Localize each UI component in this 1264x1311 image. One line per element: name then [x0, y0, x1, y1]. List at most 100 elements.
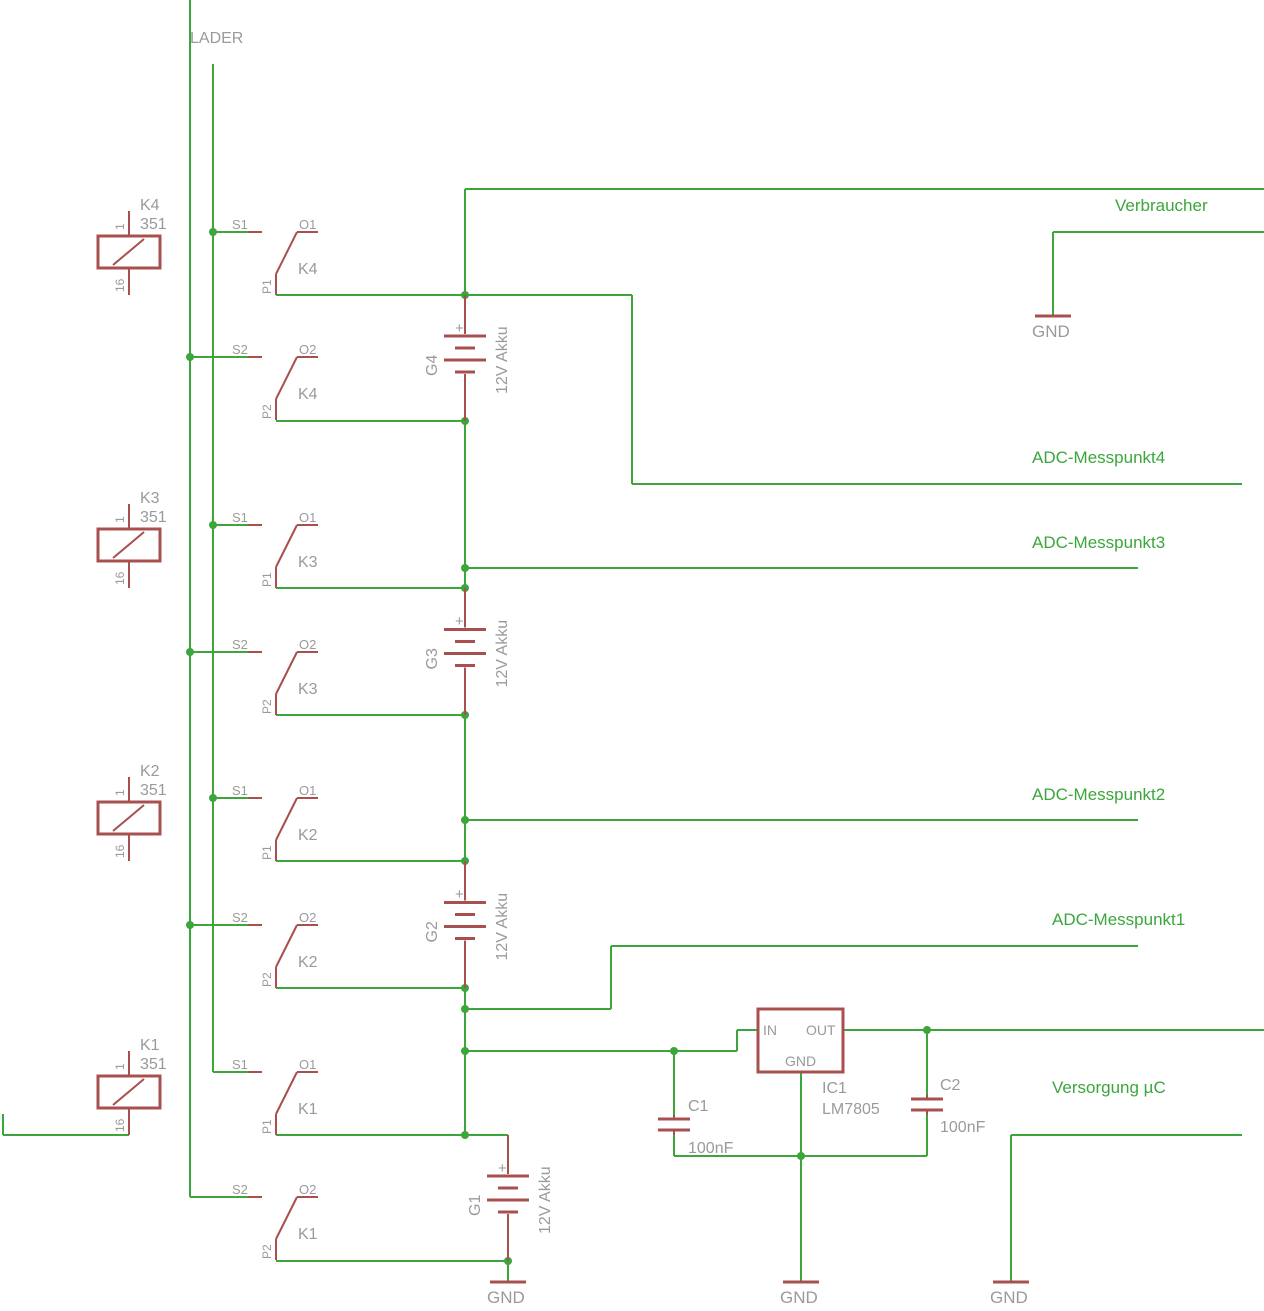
capacitor-c2[interactable]: C2 100nF: [911, 1077, 986, 1136]
regulator-ic1[interactable]: IN OUT GND IC1 LM7805: [756, 1007, 880, 1118]
switch-pin-p: P2: [260, 699, 274, 714]
switch-pin-s: S2: [232, 910, 248, 925]
battery-value: 12V Akku: [494, 620, 511, 688]
switch-pin-p: P2: [260, 972, 274, 987]
switch-pin-s: S2: [232, 342, 248, 357]
switch-pin-p: P2: [260, 404, 274, 419]
relay-value: 351: [140, 782, 167, 799]
net-label-adc1: ADC-Messpunkt1: [1052, 910, 1185, 929]
relay-value: 351: [140, 1056, 167, 1073]
battery-g2[interactable]: + G2 12V Akku: [424, 861, 511, 988]
switch-pin-s: S2: [232, 637, 248, 652]
battery-plus: +: [455, 886, 464, 903]
battery-name: G4: [424, 355, 441, 376]
relay-pin-bottom: 16: [113, 1118, 127, 1132]
switch-pin-s: S1: [232, 783, 248, 798]
gnd-symbol: GND: [990, 1280, 1029, 1307]
switch-pin-s: S1: [232, 1057, 248, 1072]
net-label-adc2: ADC-Messpunkt2: [1032, 785, 1165, 804]
switch-pin-s: S1: [232, 217, 248, 232]
regulator-pin-gnd: GND: [785, 1053, 816, 1069]
switch-pin-o: O2: [299, 910, 316, 925]
relay-name: K4: [140, 197, 160, 214]
relay-coil-k1[interactable]: K1 351 1 16: [96, 1037, 167, 1135]
switch-relay-name: K4: [298, 386, 318, 403]
switch-pin-s: S2: [232, 1182, 248, 1197]
battery-name: G2: [424, 921, 441, 942]
gnd-symbol: GND: [780, 1280, 819, 1307]
switch-pin-o: O1: [299, 217, 316, 232]
battery-name: G1: [467, 1195, 484, 1216]
switch-relay-name: K4: [298, 261, 318, 278]
gnd-label: GND: [990, 1288, 1028, 1307]
capacitor-c2-value: 100nF: [940, 1119, 986, 1136]
net-label-adc3: ADC-Messpunkt3: [1032, 533, 1165, 552]
lader-label: LADER: [190, 30, 243, 47]
battery-g3[interactable]: + G3 12V Akku: [424, 588, 511, 715]
relay-coil-k2[interactable]: K2 351 1 16: [96, 763, 167, 861]
capacitor-c1-value: 100nF: [688, 1140, 734, 1157]
gnd-label: GND: [1032, 322, 1070, 341]
battery-plus: +: [455, 613, 464, 630]
battery-plus: +: [498, 1160, 507, 1177]
net-label-adc4: ADC-Messpunkt4: [1032, 448, 1165, 467]
battery-plus: +: [455, 320, 464, 337]
switch-relay-name: K2: [298, 827, 318, 844]
relay-name: K1: [140, 1037, 160, 1054]
relay-pin-bottom: 16: [113, 571, 127, 585]
switch-pin-o: O1: [299, 510, 316, 525]
wires: [2, 0, 1264, 1282]
switch-pin-p: P1: [260, 1119, 274, 1134]
switch-relay-name: K3: [298, 681, 318, 698]
battery-value: 12V Akku: [494, 893, 511, 961]
switch-pin-p: P1: [260, 279, 274, 294]
relay-pin-top: 1: [113, 1063, 127, 1070]
regulator-pin-in: IN: [763, 1022, 777, 1038]
relay-value: 351: [140, 509, 167, 526]
gnd-label: GND: [487, 1288, 525, 1307]
switch-relay-name: K2: [298, 954, 318, 971]
battery-g4[interactable]: + G4 12V Akku: [424, 295, 511, 421]
gnd-label: GND: [780, 1288, 818, 1307]
net-labels: Verbraucher ADC-Messpunkt4 ADC-Messpunkt…: [1032, 196, 1208, 1097]
relay-name: K2: [140, 763, 160, 780]
capacitor-c1-name: C1: [688, 1098, 709, 1115]
battery-value: 12V Akku: [494, 326, 511, 394]
battery-name: G3: [424, 648, 441, 669]
relay-pin-top: 1: [113, 789, 127, 796]
capacitor-c2-name: C2: [940, 1077, 961, 1094]
switch-pin-o: O1: [299, 1057, 316, 1072]
switch-pin-o: O2: [299, 342, 316, 357]
gnd-symbol: GND: [1032, 314, 1071, 341]
regulator-name: IC1: [822, 1080, 847, 1097]
relay-name: K3: [140, 490, 160, 507]
switch-pin-s: S1: [232, 510, 248, 525]
relay-pin-top: 1: [113, 223, 127, 230]
net-label-verbraucher: Verbraucher: [1115, 196, 1208, 215]
switch-pin-o: O2: [299, 1182, 316, 1197]
switch-pin-o: O2: [299, 637, 316, 652]
switch-pin-p: P1: [260, 845, 274, 860]
regulator-pin-out: OUT: [806, 1022, 836, 1038]
regulator-value: LM7805: [822, 1101, 880, 1118]
capacitor-c1[interactable]: C1 100nF: [658, 1098, 734, 1157]
relay-pin-bottom: 16: [113, 844, 127, 858]
junctions: [186, 228, 931, 1265]
switch-relay-name: K1: [298, 1226, 318, 1243]
net-label-versorgung: Versorgung µC: [1052, 1078, 1166, 1097]
relay-pin-bottom: 16: [113, 278, 127, 292]
switch-relay-name: K3: [298, 554, 318, 571]
